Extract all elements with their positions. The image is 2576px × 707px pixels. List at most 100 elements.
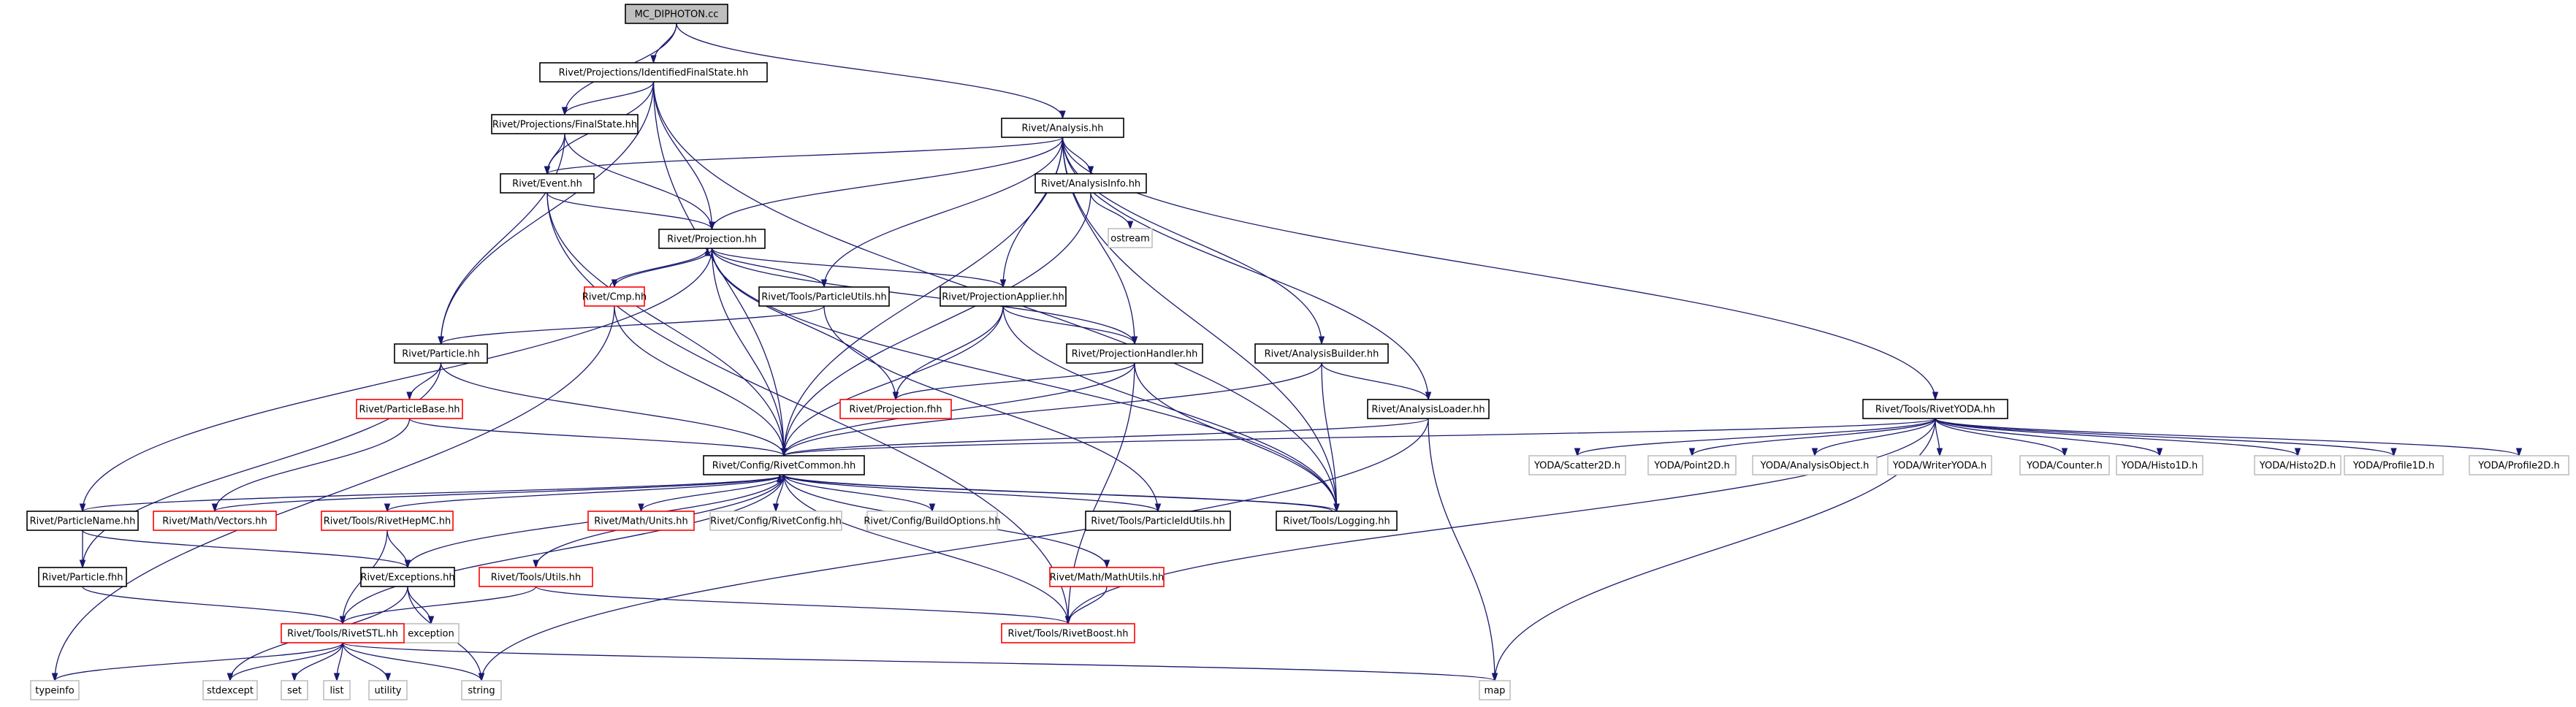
node-box <box>2019 455 2110 475</box>
node-label: map <box>1485 686 1506 697</box>
node-box <box>2469 455 2569 475</box>
edge-line <box>783 418 1936 456</box>
edge-root-to-ana <box>676 23 1066 120</box>
edge-aloader-to-string <box>478 418 1429 682</box>
node-rivet-projections-identifiedfinalstate-hh[interactable]: Rivet/Projections/IdentifiedFinalState.h… <box>539 62 768 83</box>
node-rivet-tools-rivetboost-hh[interactable]: Rivet/Tools/RivetBoost.hh <box>1001 623 1135 643</box>
edge-line <box>564 81 655 115</box>
node-rivet-math-mathutils-hh[interactable]: Rivet/Math/MathUtils.hh <box>1049 567 1165 587</box>
node-rivet-tools-rivetstl-hh[interactable]: Rivet/Tools/RivetSTL.hh <box>281 623 405 643</box>
node-box <box>479 567 593 587</box>
edge-line <box>1321 362 1429 400</box>
node-rivet-config-rivetcommon-hh[interactable]: Rivet/Config/RivetCommon.hh <box>703 455 865 475</box>
edge-line <box>214 418 411 512</box>
node-rivet-analysis-hh[interactable]: Rivet/Analysis.hh <box>1001 118 1124 138</box>
node-label: Rivet/Cmp.hh <box>582 292 647 303</box>
node-rivet-particle-hh[interactable]: Rivet/Particle.hh <box>394 343 488 364</box>
node-box <box>153 511 277 531</box>
node-box <box>839 399 952 419</box>
node-label: Rivet/Math/Vectors.hh <box>162 516 267 527</box>
node-rivet-tools-logging-hh[interactable]: Rivet/Tools/Logging.hh <box>1276 511 1398 531</box>
node-rivet-projectionapplier-hh[interactable]: Rivet/ProjectionApplier.hh <box>940 286 1067 307</box>
edge-tutils-to-stl <box>339 586 537 625</box>
edge-papplier-to-logging <box>1002 305 1340 513</box>
edge-arrowhead <box>478 673 485 682</box>
node-box <box>323 680 351 700</box>
nodes-layer: MC_DIPHOTON.ccRivet/Projections/Identifi… <box>26 4 2569 700</box>
edge-arrowhead <box>51 673 58 682</box>
node-rivet-projections-finalstate-hh[interactable]: Rivet/Projections/FinalState.hh <box>491 114 639 134</box>
edge-stl-to-map <box>342 642 1498 682</box>
node-box <box>2116 455 2203 475</box>
node-label: Rivet/Event.hh <box>512 179 582 190</box>
node-box <box>587 511 695 531</box>
edge-arrowhead <box>1932 391 1939 401</box>
edge-putils-to-particle <box>438 305 825 345</box>
edge-ryoda-to-counter <box>1935 418 2068 457</box>
node-rivet-particle-fhh[interactable]: Rivet/Particle.fhh <box>38 567 127 587</box>
edge-arrowhead <box>704 247 711 256</box>
node-box <box>1254 343 1389 364</box>
node-yoda-histo1d-h: YODA/Histo1D.h <box>2116 455 2203 475</box>
edge-arrowhead <box>561 107 568 116</box>
node-rivet-analysisloader-hh[interactable]: Rivet/AnalysisLoader.hh <box>1367 399 1490 419</box>
edge-arrowhead <box>291 673 298 682</box>
edge-line <box>614 305 785 456</box>
edge-line <box>1691 418 1936 456</box>
node-rivet-math-units-hh[interactable]: Rivet/Math/Units.hh <box>587 511 695 531</box>
edge-arrowhead <box>2390 448 2397 457</box>
node-rivet-math-vectors-hh[interactable]: Rivet/Math/Vectors.hh <box>153 511 277 531</box>
edge-particle-to-pbase <box>406 362 442 401</box>
node-typeinfo: typeinfo <box>30 680 80 700</box>
edge-aloader-to-map <box>1428 418 1498 682</box>
node-rivet-cmp-hh[interactable]: Rivet/Cmp.hh <box>582 286 647 307</box>
edge-line <box>440 305 825 345</box>
node-rivet-projection-fhh[interactable]: Rivet/Projection.fhh <box>839 399 952 419</box>
node-box <box>38 567 127 587</box>
edge-stl-to-string <box>342 642 485 682</box>
edge-ryoda-to-h2d <box>1935 418 2301 457</box>
edge-line <box>783 362 1135 456</box>
node-rivet-tools-particleidutils-hh[interactable]: Rivet/Tools/ParticleIdUtils.hh <box>1085 511 1231 531</box>
edge-line <box>895 362 1135 400</box>
node-box <box>1001 623 1135 643</box>
node-rivet-tools-rivethepmc-hh[interactable]: Rivet/Tools/RivetHepMC.hh <box>321 511 454 531</box>
edge-pbase-to-common <box>408 418 788 457</box>
edge-ryoda-to-common <box>780 418 1936 457</box>
edge-line <box>711 248 1338 512</box>
edge-line <box>82 362 442 568</box>
node-rivet-tools-utils-hh[interactable]: Rivet/Tools/Utils.hh <box>479 567 593 587</box>
node-rivet-particlename-hh[interactable]: Rivet/ParticleName.hh <box>26 511 139 531</box>
edge-arrowhead <box>384 503 391 513</box>
edge-stl-to-set <box>291 642 343 682</box>
edge-line <box>1935 418 2160 456</box>
node-box <box>281 623 405 643</box>
edge-arrowhead <box>1574 448 1581 457</box>
edge-line <box>82 474 785 512</box>
node-rivet-projectionhandler-hh[interactable]: Rivet/ProjectionHandler.hh <box>1066 343 1203 364</box>
node-rivet-tools-particleutils-hh[interactable]: Rivet/Tools/ParticleUtils.hh <box>758 286 890 307</box>
node-rivet-tools-rivetyoda-hh[interactable]: Rivet/Tools/RivetYODA.hh <box>1862 399 2008 419</box>
edge-line <box>711 248 1004 288</box>
node-box <box>1066 343 1203 364</box>
edge-arrowhead <box>1318 336 1325 345</box>
edge-except-to-exception <box>407 586 435 625</box>
node-rivet-projection-hh[interactable]: Rivet/Projection.hh <box>658 229 766 249</box>
edge-line <box>1134 362 1338 512</box>
node-label: Rivet/Exceptions.hh <box>360 573 454 584</box>
edge-line <box>895 305 1004 400</box>
node-rivet-exceptions-hh[interactable]: Rivet/Exceptions.hh <box>360 567 455 587</box>
node-label: exception <box>408 629 454 640</box>
node-label: Rivet/Tools/RivetBoost.hh <box>1008 629 1129 640</box>
edge-line <box>407 586 432 624</box>
node-label: Rivet/Projections/IdentifiedFinalState.h… <box>559 68 749 79</box>
edge-line <box>564 133 713 230</box>
node-rivet-analysisinfo-hh[interactable]: Rivet/AnalysisInfo.hh <box>1034 173 1147 194</box>
node-rivet-analysisbuilder-hh[interactable]: Rivet/AnalysisBuilder.hh <box>1254 343 1389 364</box>
node-rivet-event-hh[interactable]: Rivet/Event.hh <box>500 173 595 194</box>
node-box <box>1367 399 1490 419</box>
edge-common-to-bopts <box>783 474 936 513</box>
node-rivet-particlebase-hh[interactable]: Rivet/ParticleBase.hh <box>356 399 463 419</box>
edge-line <box>440 362 785 456</box>
edge-pfhh-to-stl <box>82 586 346 625</box>
